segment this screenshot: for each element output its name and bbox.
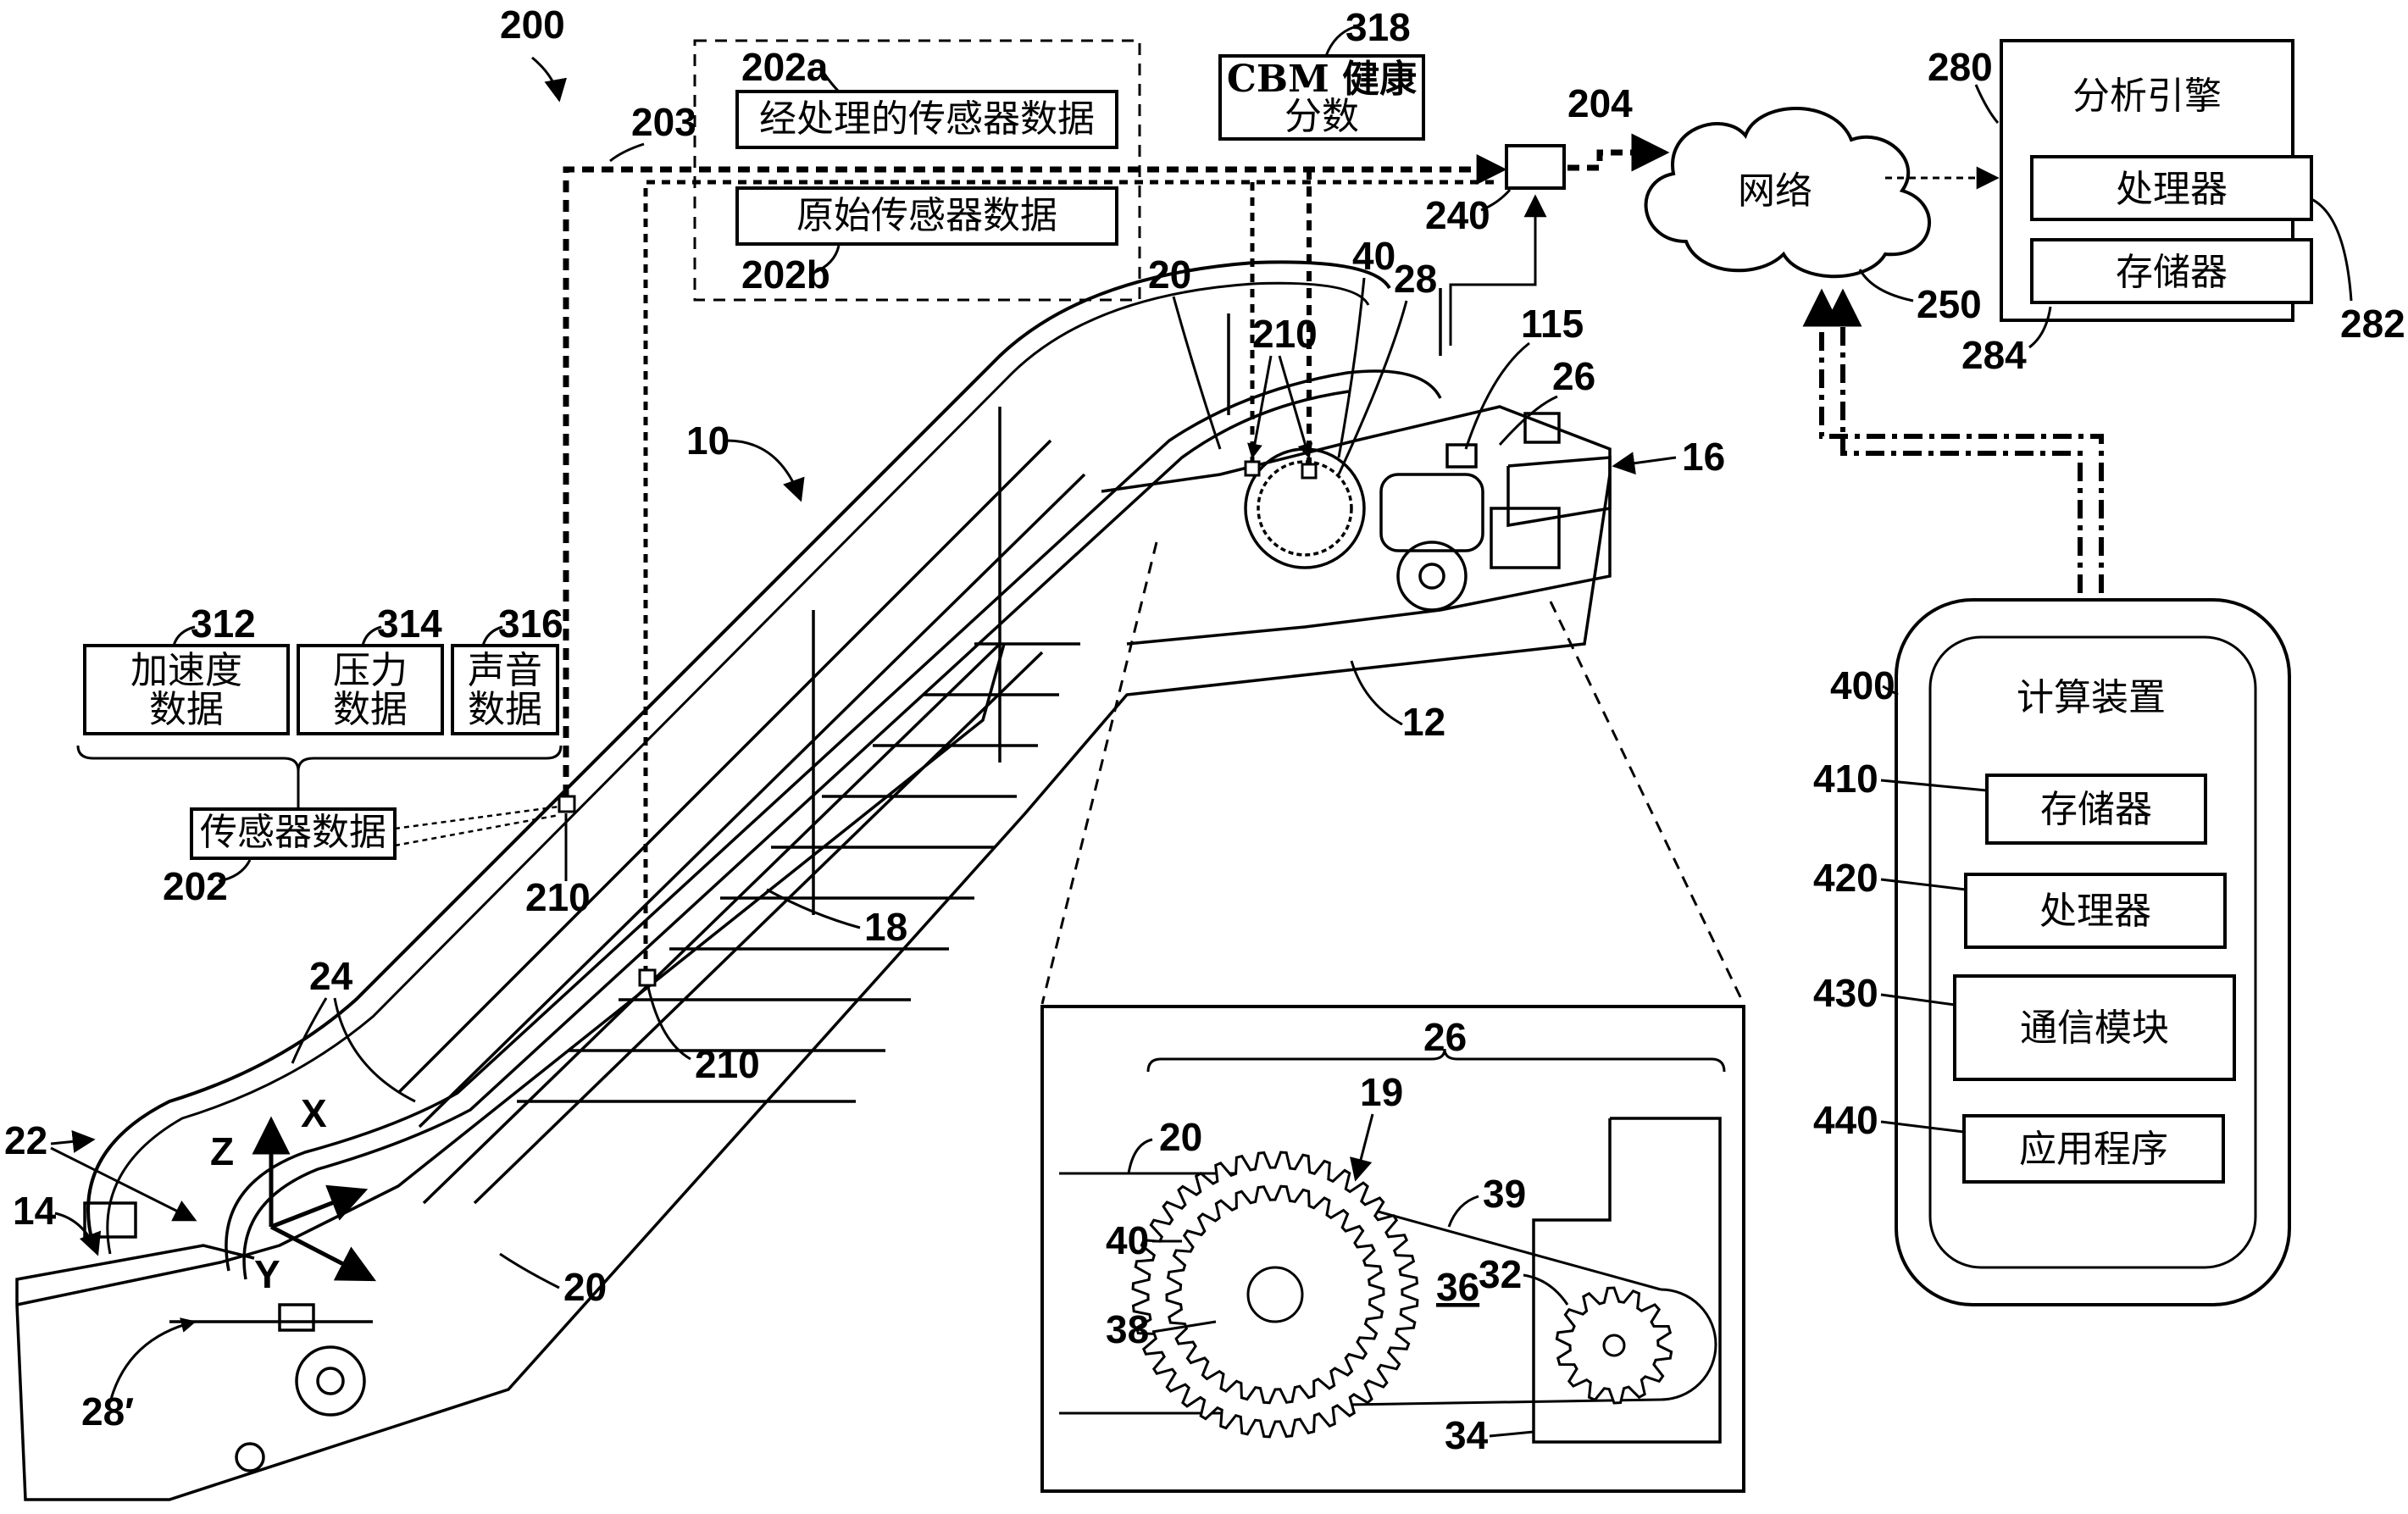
ref-16: 16 bbox=[1682, 435, 1725, 479]
sprocket-hub bbox=[1248, 1267, 1302, 1322]
ref-202b: 202b bbox=[741, 252, 830, 297]
leader-282 bbox=[2311, 199, 2351, 301]
sprocket-32-hub bbox=[1604, 1335, 1624, 1356]
ref-14: 14 bbox=[13, 1189, 57, 1233]
ref-240: 240 bbox=[1425, 193, 1490, 237]
ref-24: 24 bbox=[309, 954, 353, 998]
ref-282: 282 bbox=[2340, 302, 2405, 346]
detail-ref-20: 20 bbox=[1159, 1115, 1202, 1159]
detail-ref-38: 38 bbox=[1106, 1307, 1149, 1351]
leader-250 bbox=[1860, 269, 1913, 301]
sensor-210-step bbox=[640, 970, 655, 985]
axis-y-label: Y bbox=[254, 1252, 280, 1296]
axis-z-label: Z bbox=[210, 1129, 234, 1173]
ref-210-mid: 210 bbox=[525, 875, 591, 919]
ref-18: 18 bbox=[864, 905, 907, 949]
ref-284: 284 bbox=[1961, 333, 2027, 377]
pressure-data-line2: 数据 bbox=[333, 688, 408, 731]
detail-ref-32: 32 bbox=[1479, 1252, 1522, 1296]
device-item-label-430: 通信模块 bbox=[2020, 1007, 2169, 1050]
device-item-label-410: 存储器 bbox=[2040, 788, 2152, 831]
device-item-ref-420: 420 bbox=[1813, 856, 1878, 900]
analysis-engine-title: 分析引擎 bbox=[2072, 75, 2222, 118]
ref-203: 203 bbox=[631, 100, 696, 144]
axis-y-arrow bbox=[271, 1227, 373, 1279]
raw-sensor-data-label: 原始传感器数据 bbox=[796, 194, 1057, 237]
accel-data-line2: 数据 bbox=[149, 688, 224, 731]
ref-204: 204 bbox=[1567, 81, 1633, 125]
ref-314: 314 bbox=[377, 602, 442, 646]
ref-210-low: 210 bbox=[695, 1042, 760, 1086]
sensor-210-upper-b bbox=[1302, 464, 1316, 478]
ref-40-top: 40 bbox=[1352, 234, 1395, 278]
detail-ref-19: 19 bbox=[1360, 1070, 1403, 1114]
leader-200 bbox=[532, 58, 559, 100]
sensor-210-upper-a bbox=[1246, 462, 1259, 475]
leader-203 bbox=[610, 144, 644, 161]
network-label: 网络 bbox=[1738, 169, 1812, 213]
engine-processor-label: 处理器 bbox=[2116, 168, 2228, 211]
ref-400: 400 bbox=[1830, 663, 1895, 707]
ref-12: 12 bbox=[1402, 700, 1445, 744]
link-204 bbox=[1567, 153, 1665, 168]
sensor-data-label: 传感器数据 bbox=[200, 811, 386, 854]
detail-ref-39: 39 bbox=[1483, 1172, 1526, 1216]
ref-20-top: 20 bbox=[1148, 252, 1191, 297]
detail-ref-36: 36 bbox=[1436, 1265, 1479, 1309]
leader-280 bbox=[1976, 85, 1998, 123]
detail-ref-34: 34 bbox=[1445, 1413, 1489, 1457]
ref-115: 115 bbox=[1521, 302, 1584, 346]
ref-210-top: 210 bbox=[1252, 312, 1318, 356]
device-item-label-420: 处理器 bbox=[2039, 890, 2151, 933]
ref-312: 312 bbox=[191, 602, 256, 646]
detail-ref-40: 40 bbox=[1106, 1218, 1149, 1262]
ref-28-prime: 28′ bbox=[81, 1389, 134, 1434]
ref-10: 10 bbox=[686, 419, 730, 463]
cbm-health-score-line2: 分数 bbox=[1284, 95, 1359, 138]
sensor-210-handrail bbox=[559, 796, 574, 812]
sensor-data-brace bbox=[78, 746, 561, 771]
axis-x-label: X bbox=[301, 1091, 327, 1135]
engine-memory-label: 存储器 bbox=[2116, 251, 2228, 294]
ref-202: 202 bbox=[163, 864, 228, 908]
ref-250: 250 bbox=[1917, 282, 1982, 326]
ref-202a: 202a bbox=[741, 45, 829, 89]
ref-22: 22 bbox=[4, 1118, 47, 1162]
accel-data-line1: 加速度 bbox=[130, 649, 242, 692]
ref-280: 280 bbox=[1928, 45, 1993, 89]
ref-26-top: 26 bbox=[1552, 354, 1595, 398]
pressure-data-line1: 压力 bbox=[333, 649, 408, 692]
sound-data-line1: 声音 bbox=[468, 649, 542, 692]
detail-projection-right bbox=[1551, 602, 1744, 1004]
data-bus-secondary bbox=[646, 182, 1500, 974]
device-item-ref-410: 410 bbox=[1813, 757, 1878, 801]
transmitter-240 bbox=[1506, 146, 1564, 188]
detail-ref-26: 26 bbox=[1423, 1015, 1467, 1059]
sound-data-line2: 数据 bbox=[468, 688, 542, 731]
computing-device-title: 计算装置 bbox=[2017, 676, 2166, 719]
processed-sensor-data-label: 经处理的传感器数据 bbox=[759, 97, 1095, 141]
device-item-ref-440: 440 bbox=[1813, 1098, 1878, 1142]
ref-318: 318 bbox=[1345, 5, 1411, 49]
ref-316: 316 bbox=[498, 602, 563, 646]
ref-system-200: 200 bbox=[500, 3, 565, 47]
ref-28: 28 bbox=[1394, 257, 1437, 301]
device-item-ref-430: 430 bbox=[1813, 971, 1878, 1015]
device-item-label-440: 应用程序 bbox=[2019, 1128, 2168, 1171]
ref-20-low: 20 bbox=[563, 1265, 607, 1309]
